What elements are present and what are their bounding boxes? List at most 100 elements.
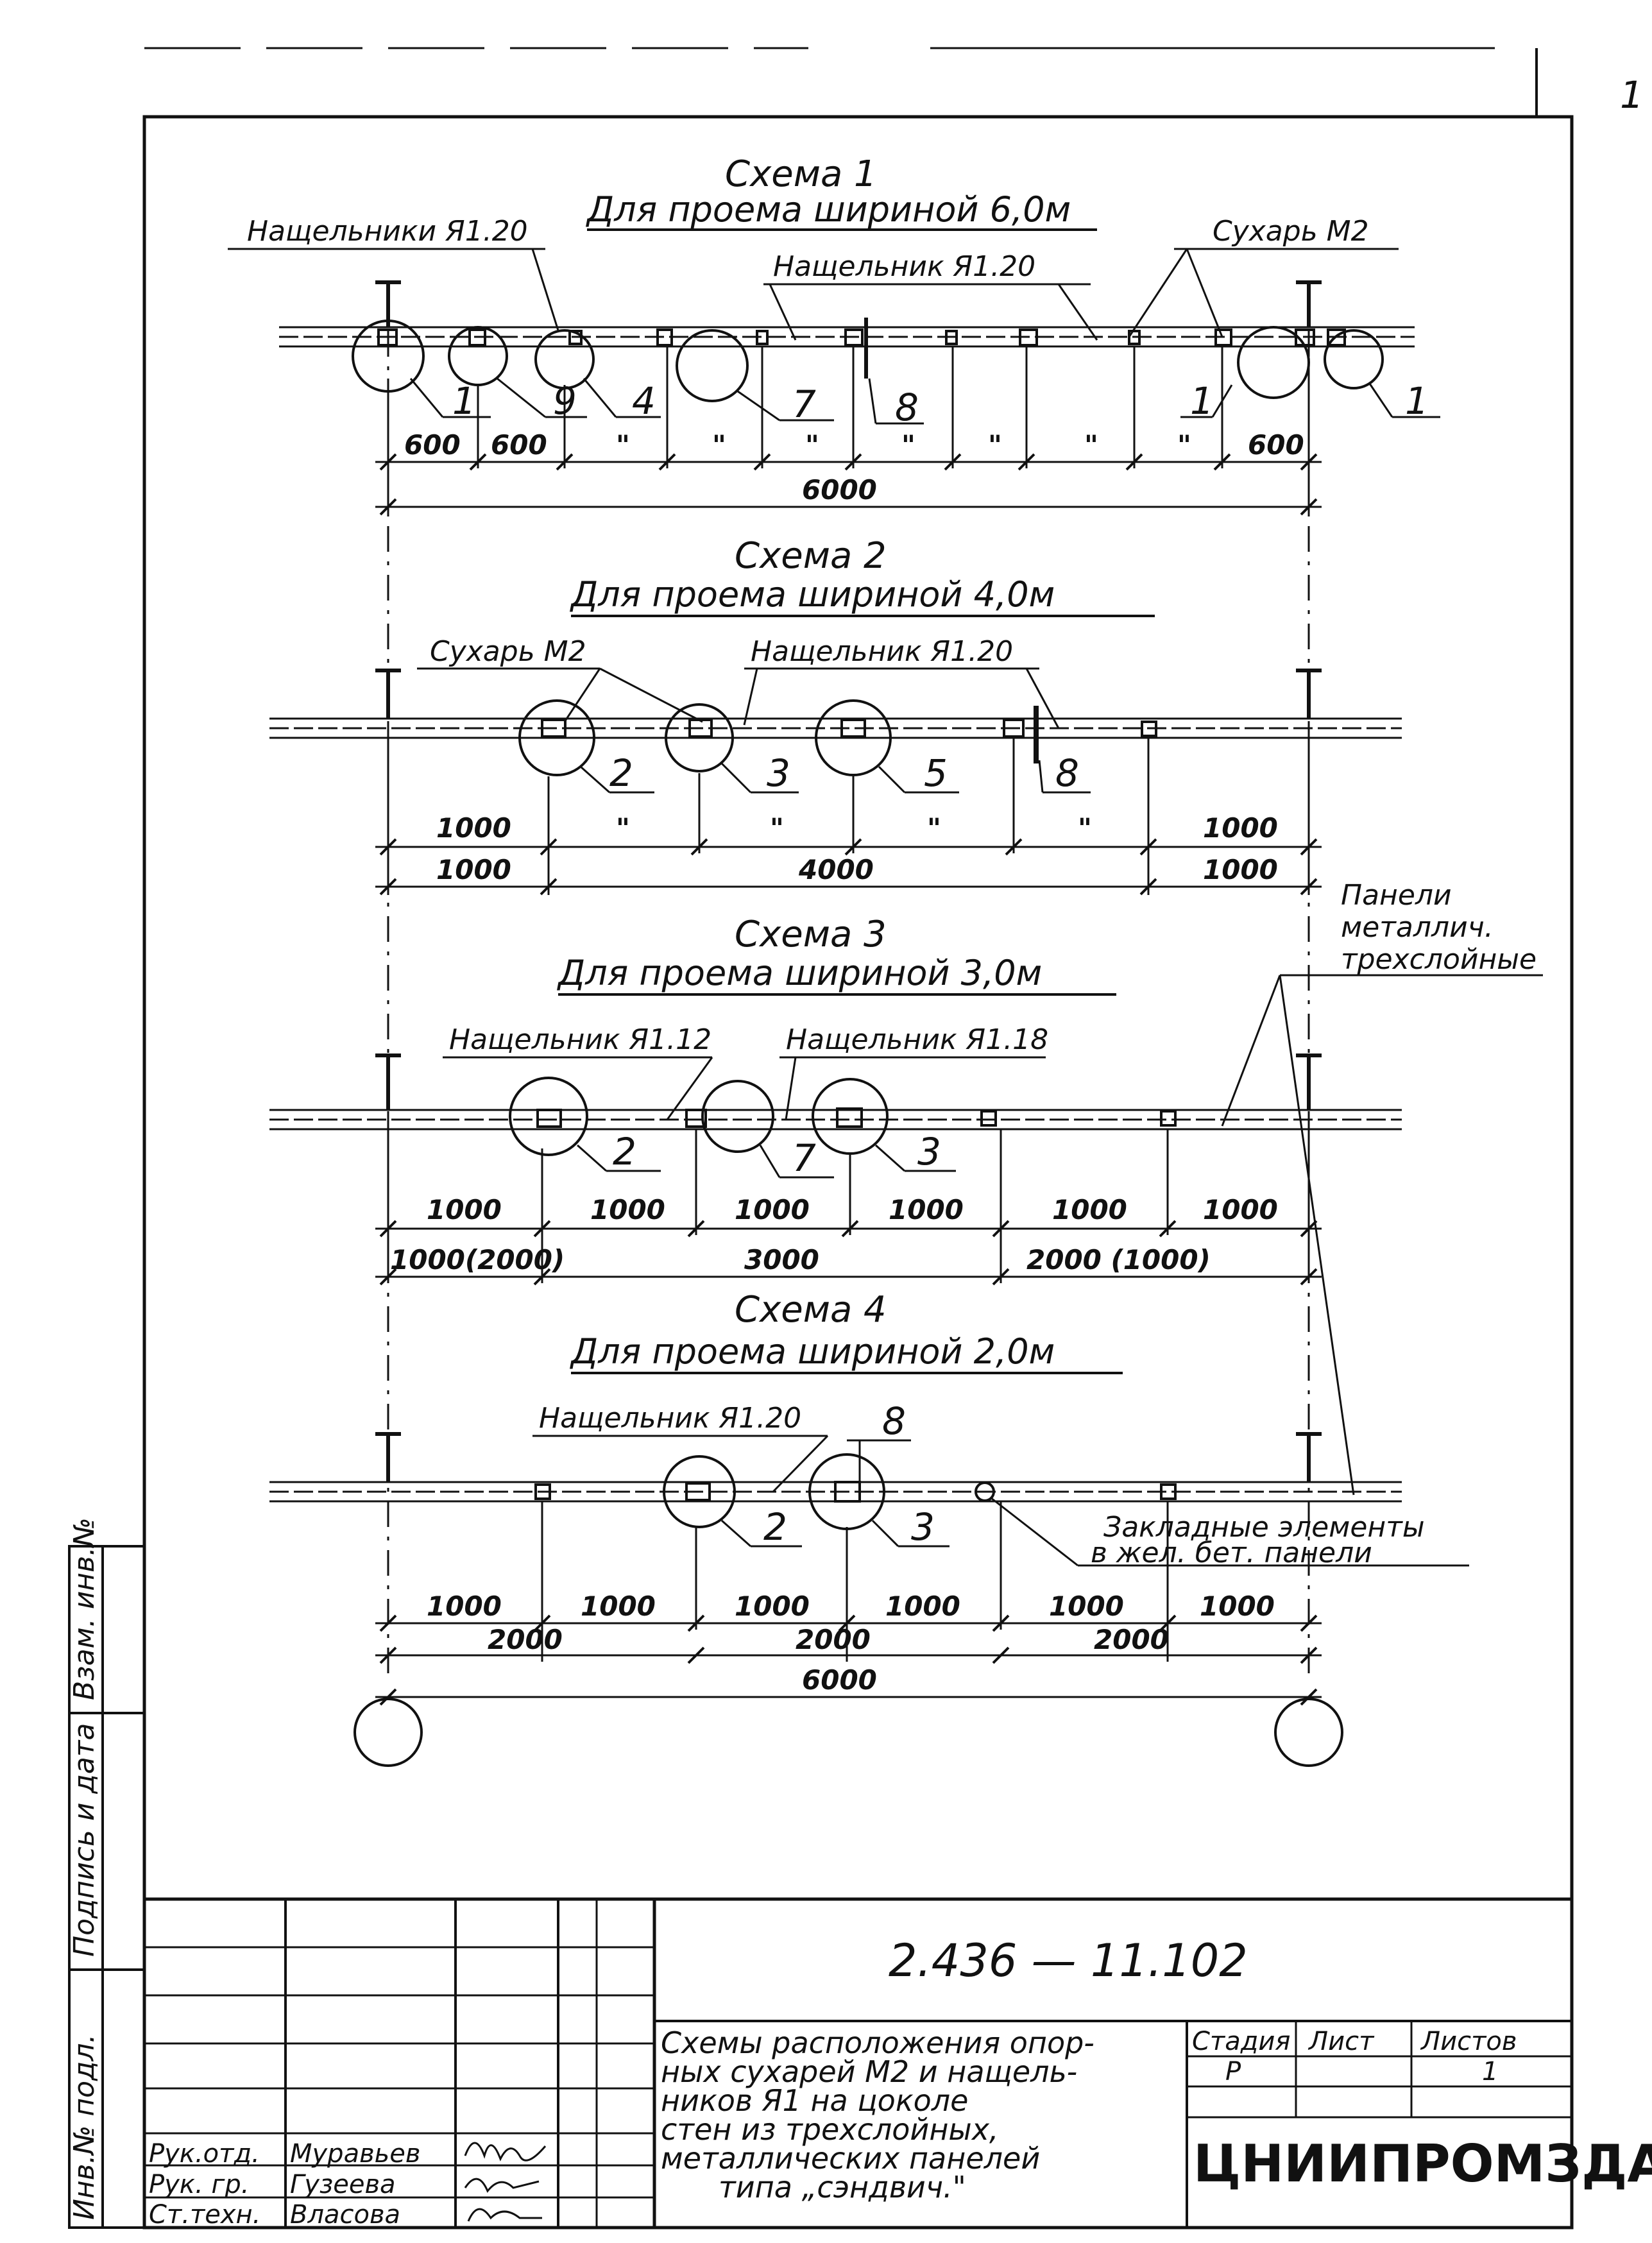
scheme-3-node-3: 3 (917, 1130, 941, 1173)
scheme-4-heading: Схема 4 (735, 1289, 887, 1331)
scheme-4-dim-m2: 2000 (796, 1624, 871, 1655)
scheme-3-node-7: 7 (792, 1136, 816, 1180)
name-1: Муравьев (290, 2139, 420, 2169)
scheme-2-dim-4: " (927, 812, 941, 844)
scheme-1-heading: Схема 1 (725, 153, 877, 195)
title-line-6: типа „сэндвич." (719, 2170, 966, 2205)
side-label-inv: Инв.№ подл. (68, 2034, 101, 2220)
scheme-4-dim-5: 1000 (1049, 1591, 1124, 1622)
scheme-2-dim-3: " (770, 812, 784, 844)
title-line-1: Схемы расположения опор- (661, 2026, 1094, 2060)
scheme-4-dim-m1: 2000 (488, 1624, 563, 1655)
axis-bubble-left (353, 1698, 423, 1767)
scheme-1-node-1a: 1 (452, 379, 476, 423)
sheets-value: 1 (1482, 2057, 1498, 2086)
scheme-3-dim-2: 1000 (590, 1194, 665, 1225)
scheme-1: Схема 1 Для проема шириной 6,0м Нащельни… (228, 153, 1440, 516)
scheme-1-dim-10: 600 (1248, 429, 1304, 461)
role-1: Рук.отд. (149, 2139, 260, 2169)
scheme-1-dim-8: " (1084, 429, 1098, 461)
scheme-1-label-mid: Нащельник Я1.20 (773, 250, 1035, 283)
scheme-2-dim-b2: 4000 (798, 854, 874, 885)
scheme-2-label-left: Сухарь М2 (430, 635, 586, 668)
scheme-2-dim-b1: 1000 (436, 854, 511, 885)
scheme-1-node-8: 8 (895, 386, 919, 429)
name-2: Гузеева (290, 2170, 396, 2199)
title-line-2: ных сухарей М2 и нащель- (661, 2054, 1077, 2089)
side-note-line-3: трехслойные (1341, 943, 1537, 976)
embedded-note-line-2: в жел. бет. панели (1091, 1537, 1372, 1569)
scheme-3-label-left: Нащельник Я1.12 (449, 1023, 711, 1056)
scheme-4-node-2: 2 (763, 1505, 787, 1549)
scheme-4-label: Нащельник Я1.20 (539, 1402, 801, 1435)
scheme-1-node-4: 4 (632, 379, 656, 423)
scheme-1-subtitle: Для проема шириной 6,0м (586, 189, 1071, 230)
scheme-3-dim-1: 1000 (427, 1194, 502, 1225)
scheme-1-node-1c: 1 (1405, 379, 1429, 423)
scheme-4-subtitle: Для проема шириной 2,0м (570, 1331, 1055, 1372)
signatures (464, 2142, 547, 2222)
scheme-3-dim-3: 1000 (735, 1194, 810, 1225)
embedded-note-line-1: Закладные элементы (1103, 1511, 1425, 1544)
sheet-frame (142, 115, 1574, 2230)
scheme-1-label-right: Сухарь М2 (1213, 215, 1369, 248)
scheme-3-dim-b2: 3000 (744, 1244, 819, 1275)
scheme-1-dim-4: " (712, 429, 726, 461)
scheme-4: Схема 4 Для проема шириной 2,0м Нащельни… (269, 1289, 1469, 1706)
scheme-3-heading: Схема 3 (735, 914, 887, 955)
scheme-3-dim-6: 1000 (1203, 1194, 1278, 1225)
scheme-2-dim-b3: 1000 (1203, 854, 1278, 885)
scheme-2-subtitle: Для проема шириной 4,0м (570, 574, 1055, 615)
scheme-4-dim-3: 1000 (735, 1591, 810, 1622)
title-line-4: стен из трехслойных, (661, 2112, 999, 2147)
scheme-2-heading: Схема 2 (735, 535, 887, 577)
scheme-2-node-8: 8 (1055, 751, 1079, 795)
scheme-3-label-right: Нащельник Я1.18 (786, 1023, 1048, 1056)
scheme-1-node-1b: 1 (1190, 379, 1214, 423)
scheme-4-dim-4: 1000 (885, 1591, 960, 1622)
stage-value: Р (1225, 2057, 1241, 2086)
side-note-line-1: Панели (1341, 879, 1452, 912)
side-stamp (68, 1545, 146, 2229)
scheme-3-dim-b1: 1000(2000) (390, 1244, 565, 1275)
scheme-1-dim-7: " (988, 429, 1002, 461)
scheme-3-subtitle: Для проема шириной 3,0м (557, 953, 1042, 993)
scheme-4-node-8: 8 (882, 1399, 906, 1443)
stage-label: Стадия (1192, 2027, 1290, 2056)
scheme-4-dim-total: 6000 (802, 1664, 877, 1696)
name-3: Власова (290, 2200, 400, 2230)
title-block (144, 1897, 1572, 2228)
scheme-4-dim-1: 1000 (427, 1591, 502, 1622)
scheme-2-dim-6: 1000 (1203, 812, 1278, 844)
scheme-3-dim-4: 1000 (889, 1194, 964, 1225)
drawing-code: 2.436 — 11.102 (889, 1934, 1248, 1987)
scheme-4-node-3: 3 (911, 1505, 935, 1549)
side-note-line-2: металлич. (1341, 911, 1494, 944)
role-2: Рук. гр. (149, 2170, 250, 2199)
scheme-1-dim-2: 600 (491, 429, 547, 461)
scheme-1-node-7: 7 (792, 382, 816, 426)
axis-lines (387, 282, 1310, 1681)
scheme-3-node-2: 2 (613, 1130, 636, 1173)
sheet-label: Лист (1307, 2027, 1375, 2056)
role-3: Ст.техн. (149, 2200, 260, 2230)
sheets-label: Листов (1420, 2027, 1517, 2056)
scheme-2-dim-1: 1000 (436, 812, 511, 844)
organization: ЦНИИПРОМЗДАНИЙ (1193, 2133, 1652, 2194)
side-label-replace: Взам. инв.№ (68, 1517, 101, 1700)
axis-bubble-right (1274, 1698, 1343, 1767)
scheme-3-dim-b3: 2000 (1000) (1026, 1244, 1211, 1275)
scheme-4-dim-6: 1000 (1200, 1591, 1275, 1622)
scheme-4-dim-m3: 2000 (1094, 1624, 1169, 1655)
scheme-1-dim-3: " (616, 429, 630, 461)
header-rule (144, 47, 1538, 115)
scheme-2-label-right: Нащельник Я1.20 (751, 635, 1013, 668)
scheme-2: Схема 2 Для проема шириной 4,0м Сухарь М… (269, 535, 1402, 896)
scheme-2-node-3: 3 (767, 751, 790, 795)
scheme-3: Схема 3 Для проема шириной 3,0м Нащельни… (269, 914, 1402, 1286)
scheme-1-dim-total: 6000 (802, 474, 877, 506)
side-label-sign: Подпись и дата (68, 1723, 101, 1957)
scheme-4-dim-2: 1000 (581, 1591, 656, 1622)
scheme-1-dim-1: 600 (404, 429, 461, 461)
